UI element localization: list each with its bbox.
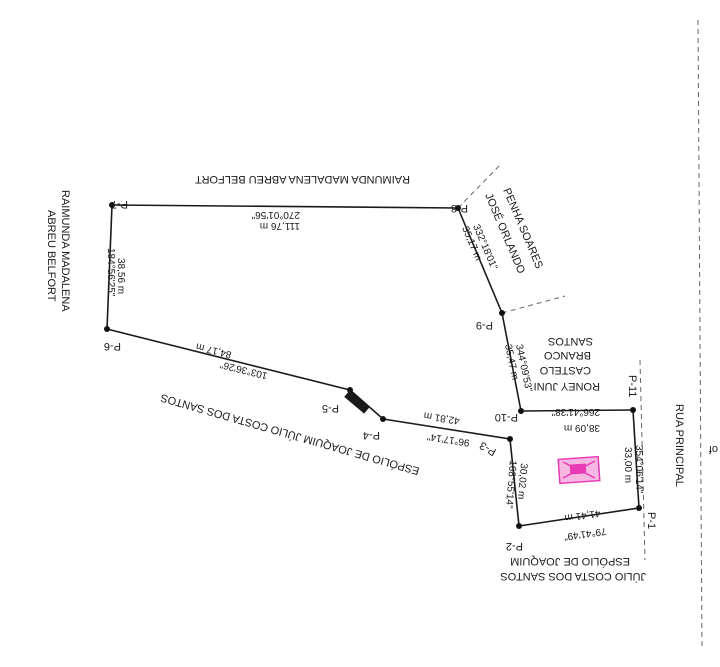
dim-p6-p5-angle: 103°36'26" [219,358,269,380]
segment-p7-p6 [106,204,113,330]
dim-p4-p3-length: 42,81 m [423,409,460,426]
vertex-p8 [455,205,461,211]
vertex-p3 [507,436,513,442]
label-p2: P-2 [506,540,523,552]
dim-p6-p5-length: 84,17 m [195,340,233,359]
dim-p7-p6-angle: 184°56'25" [105,248,116,297]
edge-fragment: of [708,443,718,455]
vertex-p10 [518,408,524,414]
dim-p1-p11-angle: 354°06'14" [633,445,644,494]
neighbor-center: ESPÓLIO DE JOAQUIM JÚLIO COSTA DOS SANTO… [159,391,421,478]
segment-p4-p3 [382,418,511,440]
dim-p1-p11-length: 33,00 m [622,447,633,483]
dim-p3-p2-length: 30,02 m [515,463,529,500]
label-p11: P-11 [626,375,638,397]
dim-p3-p2-angle: 168°55'14" [503,460,518,510]
dim-p7-p6-length: 38,56 m [115,258,126,294]
lot-boundary-lines [106,204,640,527]
dim-p7-p8-angle: 270°01'56" [251,209,300,220]
road-label: RUA PRINCIPAL [673,404,685,487]
segment-p10-p9 [501,312,522,412]
label-p4: P-4 [363,429,380,441]
label-p7: P-7 [111,198,128,210]
neighbor-left-line1: RAIMUNDA MADALENA [59,190,71,312]
neighbor-right-mid-line2: CASTELO [539,364,591,376]
label-p5: P-5 [322,402,339,414]
segment-p7-p8 [111,204,459,209]
neighbor-right-mid-line1: RONEY JUNI [534,380,600,392]
vertices [104,202,642,529]
label-p10: P-10 [495,411,518,423]
label-p6: P-6 [104,340,121,352]
vertex-p9 [499,310,505,316]
vertex-p11 [630,407,636,413]
segment-p3-p2 [509,438,520,527]
dim-p4-p3-angle: 96°17'14" [426,430,470,448]
segment-p11-p10 [520,409,634,412]
segment-p6-p5 [106,328,351,391]
segment-p9-p8 [457,207,503,314]
neighbor-bottom-line2: JÚLIO COSTA DOS SANTOS [500,570,646,583]
dim-p2-p1-length: 41,41 m [564,507,601,523]
neighbor-left-line2: ABREU BELFORT [45,210,57,302]
label-p9: P-9 [476,319,493,331]
vertex-p6 [104,326,110,332]
vertex-p1 [636,505,642,511]
segment-p2-p1 [518,507,640,527]
vertex-p7 [109,202,115,208]
dim-p2-p1-angle: 79°41'49" [563,525,607,542]
segment-p5-p4-tag [344,390,370,414]
building-footprint [557,455,601,485]
dashed-line-road-right [697,19,703,651]
dim-p7-p8-length: 111,76 m [260,220,300,231]
vertex-p2 [516,523,522,529]
label-p8: P-8 [451,202,468,214]
dashed-line-p9 [501,295,566,314]
neighbor-top: RAIMUNDA MADALENA ABREU BELFORT [195,173,410,185]
dim-p11-p10-angle: 266°41'38" [551,406,600,417]
segment-p1-p11 [632,409,640,509]
dim-p11-p10-length: 38,09 m [564,422,600,433]
dashed-line-p8 [457,164,501,209]
vertex-p4 [380,416,386,422]
neighbor-bottom-line1: ESPÓLIO DE JOAQUIM [510,555,630,568]
label-p3: P-3 [478,439,499,458]
neighbor-right-mid-line3: BRANCO [543,349,591,361]
label-p1: P-1 [645,512,657,529]
dashed-line-road-left [639,359,646,561]
neighbor-dashed-lines [457,19,703,651]
neighbor-right-mid-line4: SANTOS [548,335,593,347]
